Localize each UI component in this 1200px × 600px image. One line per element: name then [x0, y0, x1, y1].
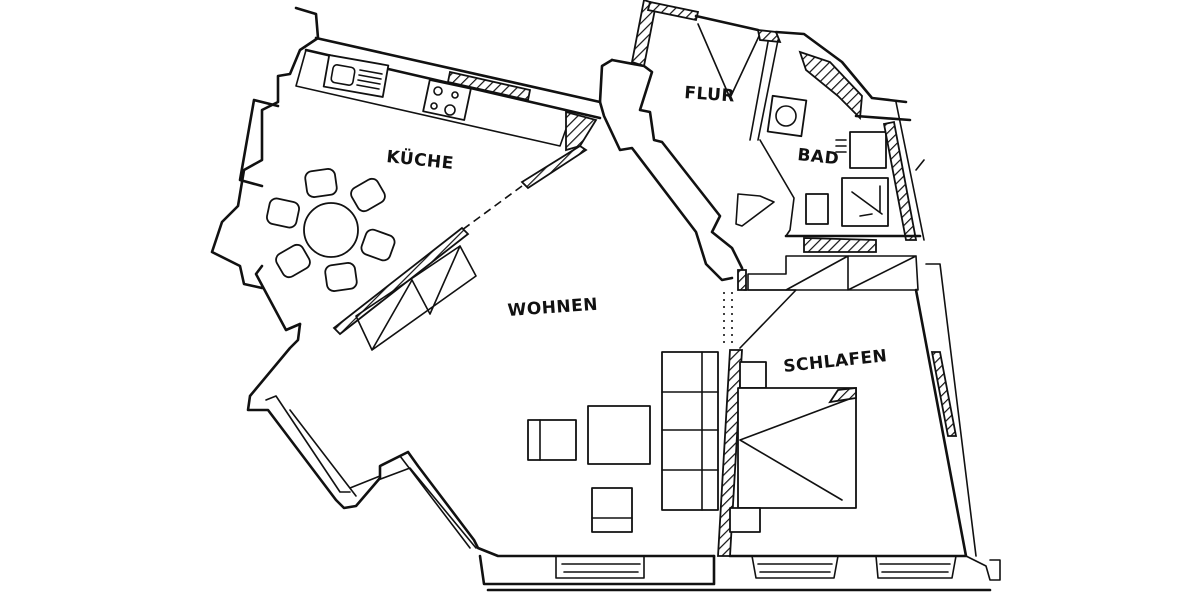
bedroom-room: SCHLAFEN	[728, 263, 1001, 581]
bad-partition	[749, 39, 779, 141]
kitchen-wohnen-partition	[520, 144, 588, 190]
armchair-icon	[527, 419, 577, 461]
washbasin-icon	[766, 94, 808, 138]
schlafen-door-swing	[739, 289, 797, 349]
bad-east-wall	[882, 120, 918, 241]
bad-curved-wall	[798, 50, 863, 120]
round-table-icon	[303, 202, 359, 258]
sofa-icon	[661, 351, 719, 511]
chair-icon	[275, 243, 311, 279]
nightstand-icon	[729, 507, 761, 533]
sink-icon	[322, 54, 390, 98]
toilet-icon	[849, 131, 887, 169]
kitchen-hatched-wall	[446, 70, 532, 102]
chair-icon	[266, 197, 300, 229]
room-label-flur: FLUR	[684, 83, 736, 106]
kitchen-north-wall	[314, 36, 614, 104]
coffee-table-icon	[587, 405, 651, 465]
kitchen-outer-wall	[210, 6, 320, 290]
kitchen-room: KÜCHE	[210, 6, 614, 351]
built-in-wardrobe	[723, 237, 919, 348]
schlafen-south-window	[751, 555, 957, 579]
nightstand-icon	[739, 361, 767, 389]
double-bed-icon	[737, 386, 857, 509]
bathroom-room: BAD	[735, 28, 925, 241]
wohnen-south-window	[555, 555, 645, 579]
schlafen-east-hatched	[930, 351, 958, 437]
chair-icon	[324, 262, 358, 292]
room-label-schlafen: SCHLAFEN	[782, 346, 888, 377]
kitchen-cabinet	[355, 245, 477, 351]
wohnen-schlafen-opening	[723, 292, 733, 348]
room-label-bad: BAD	[796, 145, 840, 169]
flur-west-wall	[610, 58, 746, 284]
armchair-icon	[591, 487, 633, 533]
stove-icon	[422, 79, 472, 121]
flur-door-swing	[697, 23, 761, 99]
hallway-room: FLUR	[598, 0, 761, 284]
chair-icon	[304, 168, 338, 198]
kitchen-window-frame	[238, 98, 302, 332]
wohnen-west-wall	[246, 322, 716, 558]
room-label-kueche: KÜCHE	[385, 145, 454, 174]
chair-icon	[360, 228, 396, 262]
chair-icon	[350, 177, 386, 213]
living-room: WOHNEN	[246, 295, 992, 592]
bidet-icon	[805, 193, 829, 225]
room-label-wohnen: WOHNEN	[507, 295, 599, 321]
